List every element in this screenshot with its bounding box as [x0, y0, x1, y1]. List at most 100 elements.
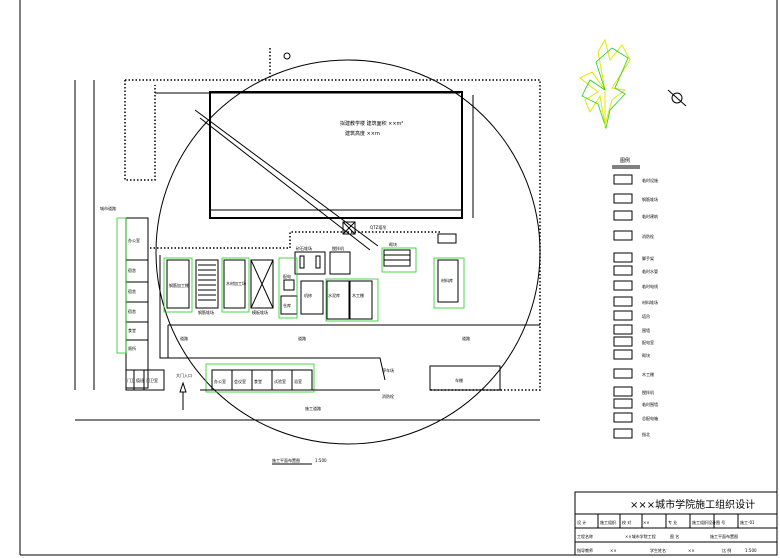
legend-item: 总配电箱: [613, 412, 658, 423]
title-block-cell: ××: [688, 548, 695, 553]
left-buildings: 办公室 宿舍 宿舍 宿舍 食堂 厕所 门卫 值班 门卫室: [116, 217, 165, 391]
legend-symbol-icon: [613, 174, 633, 185]
title-block: ×××城市学院施工组织设计 设 计施工组织校 对××专 业施工组织设计图 号施工…: [574, 491, 778, 556]
building-label: 宿舍: [128, 288, 136, 294]
legend-symbol-icon: [613, 336, 633, 347]
wind-rose-icon: [579, 38, 631, 130]
legend-item: 临时建筑: [613, 210, 658, 221]
building-label: 食堂: [128, 327, 136, 333]
road-label: 道路: [298, 335, 306, 341]
legend-symbol-icon: [613, 310, 633, 321]
legend-item: 围墙: [613, 324, 650, 335]
main-building-height: 建筑高度 ××m: [345, 130, 380, 137]
entrance-label: 大门入口: [176, 372, 192, 378]
yard-label: 仓库: [283, 302, 291, 308]
legend-label: 指北: [642, 431, 650, 437]
building-label: 宿舍: [128, 308, 136, 314]
building-label: 办公室: [214, 378, 226, 384]
title-block-cell: 施工组织: [600, 519, 616, 525]
legend-item: 塔吊: [613, 310, 650, 321]
legend-symbol-icon: [613, 265, 633, 276]
title-block-cell: 施工-01: [740, 519, 755, 525]
yard-label: 配电: [283, 273, 291, 279]
legend-item: 材料堆场: [613, 296, 658, 307]
legend-symbol-icon: [613, 210, 633, 221]
legend-label: 材料堆场: [642, 299, 658, 305]
legend: 图例临时设施钢筋堆场临时建筑消防栓脚手架临时水管临时电线材料堆场塔吊围墙配电室砌…: [612, 157, 658, 439]
title-block-cell: 比 例: [722, 547, 731, 553]
yard-label: 模板堆场: [252, 309, 268, 315]
legend-label: 临时设施: [642, 177, 658, 183]
site-road-edge: [159, 255, 386, 381]
legend-label: 脚手架: [642, 255, 654, 261]
legend-item: 搅拌机: [613, 386, 654, 397]
legend-item: 临时水管: [613, 265, 658, 276]
yard-label: 钢筋加工棚: [169, 282, 189, 288]
legend-label: 配电室: [642, 339, 654, 345]
main-building-label: 拟建教学楼 建筑面积 ××m²: [340, 120, 403, 127]
legend-symbol-icon: [613, 193, 633, 204]
temp-fence: [150, 231, 440, 249]
yard-facilities: 钢筋加工棚 钢筋堆场 木材加工场 模板堆场 砂石堆场 搅拌机 配电 仓库 机修 …: [163, 233, 470, 341]
drawing-title: ×××城市学院施工组织设计: [630, 498, 755, 511]
title-block-cell: 施工平面布置图: [710, 533, 738, 539]
legend-symbol-icon: [613, 324, 633, 335]
tower-crane: QTZ塔吊: [155, 59, 541, 445]
yard-label: 材料库: [441, 277, 453, 283]
yard-label: 钢筋堆场: [198, 309, 214, 315]
title-block-cell: 学生姓名: [650, 547, 666, 553]
legend-item: 临时电线: [613, 280, 658, 291]
legend-symbol-icon: [613, 368, 633, 379]
legend-item: 配电室: [613, 336, 654, 347]
title-block-cell: ××: [643, 520, 650, 525]
legend-symbol-icon: [613, 398, 633, 409]
road-label: 施工道路: [305, 405, 321, 411]
yard-label: 木工棚: [352, 292, 364, 298]
yard-label: 搅拌机: [332, 245, 344, 251]
legend-symbol-icon: [613, 428, 633, 439]
title-block-cell: 工程名称: [577, 533, 593, 539]
building-label: 试验室: [274, 378, 286, 384]
main-building: 拟建教学楼 建筑面积 ××m² 建筑高度 ××m: [209, 91, 463, 219]
legend-label: 搅拌机: [642, 389, 654, 395]
title-block-cell: 专 业: [668, 519, 677, 525]
yard-label: 机修: [304, 292, 312, 298]
building-label: 食堂: [254, 378, 262, 384]
legend-label: 临时电线: [642, 283, 658, 289]
legend-label: 临时围墙: [642, 401, 658, 407]
drawing-caption: 施工平面布置图: [272, 457, 300, 463]
title-block-cell: 指导教师: [577, 547, 593, 553]
legend-item: 砌块: [613, 349, 650, 360]
legend-symbol-icon: [613, 349, 633, 360]
legend-item: 木工棚: [613, 368, 654, 379]
legend-item: 指北: [613, 428, 650, 439]
building-label: 办公室: [128, 237, 140, 243]
legend-symbol-icon: [613, 252, 633, 263]
legend-item: 临时设施: [613, 174, 658, 185]
arrow-head-icon: [179, 381, 187, 393]
legend-label: 塔吊: [642, 313, 650, 319]
title-block-cell: 图 号: [716, 519, 725, 525]
building-label: 值班: [136, 377, 144, 383]
yard-label: 砂石堆场: [296, 245, 312, 251]
legend-symbol-icon: [613, 296, 633, 307]
legend-label: 消防栓: [642, 233, 654, 239]
yard-label: 水泥库: [328, 292, 340, 298]
legend-label: 砌块: [642, 352, 650, 358]
building-label: 门卫室: [146, 377, 158, 383]
building-label: 厕所: [128, 345, 136, 351]
legend-label: 木工棚: [642, 371, 654, 377]
title-block-cell: 1:500: [745, 548, 757, 553]
legend-symbol-icon: [613, 386, 633, 397]
legend-label: 临时水管: [642, 268, 658, 274]
building-label: 浴室: [294, 378, 302, 384]
building-label: 门卫: [127, 377, 135, 383]
legend-label: 临时建筑: [642, 213, 658, 219]
legend-item: 临时围墙: [613, 398, 658, 409]
bottom-buildings: 办公室 会议室 食堂 试验室 浴室 车棚 停车场: [200, 363, 501, 393]
building-label: 车棚: [455, 377, 463, 383]
yard-label: 木材加工场: [226, 280, 246, 286]
legend-symbol-icon: [613, 280, 633, 291]
legend-label: 围墙: [642, 327, 650, 333]
site-boundary: [74, 48, 541, 421]
